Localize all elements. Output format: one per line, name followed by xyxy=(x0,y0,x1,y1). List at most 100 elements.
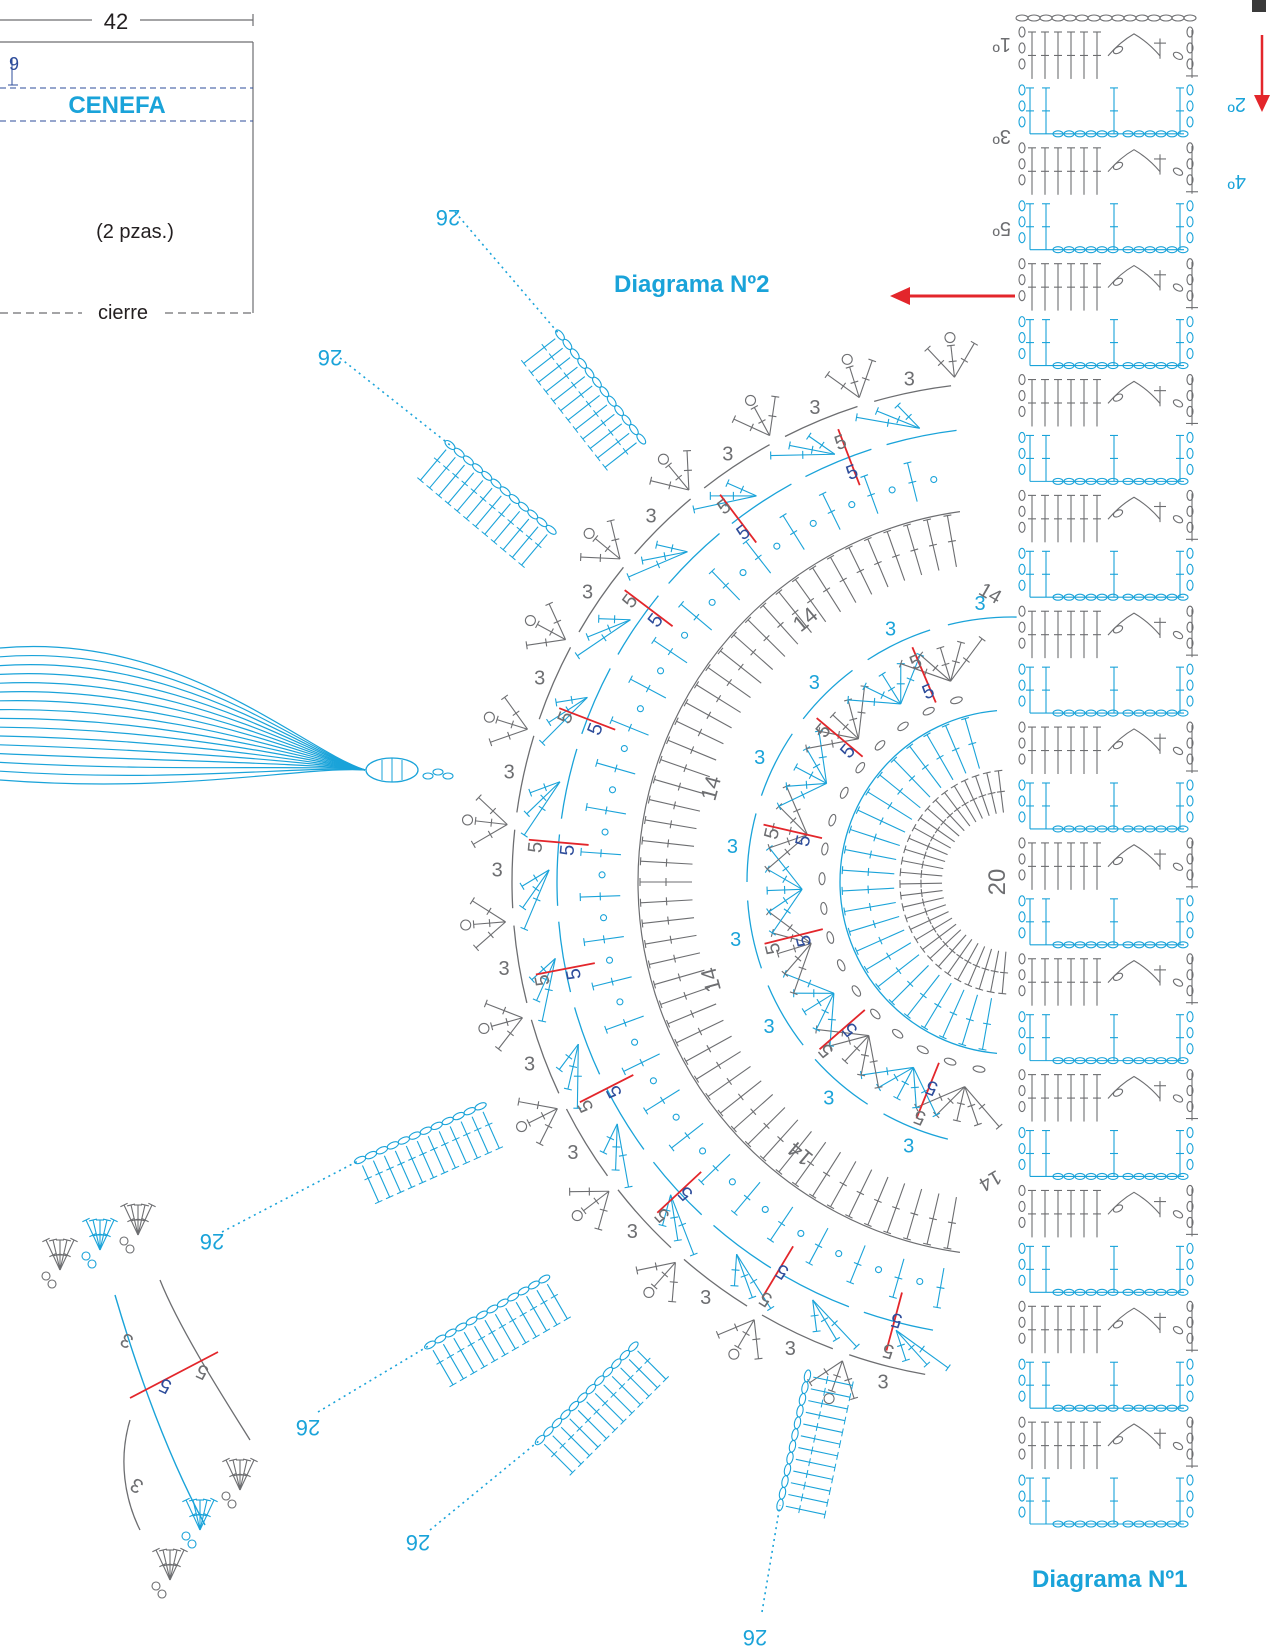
scallop-count-label: 3 xyxy=(904,368,915,390)
outer-blue-ring xyxy=(579,461,945,1309)
marker-count-label: 5 xyxy=(888,1308,904,1332)
marker-count-label: 5 xyxy=(792,833,816,849)
band-row xyxy=(1018,1011,1194,1065)
chain-ring xyxy=(818,696,986,1073)
center-count-label: 20 xyxy=(984,869,1011,896)
band-row xyxy=(1018,489,1198,543)
detail-shell xyxy=(181,1497,218,1549)
band-row xyxy=(1018,605,1198,659)
detail-count-label: 3 xyxy=(127,1473,148,1498)
tassel-chain xyxy=(761,1369,854,1613)
band-row xyxy=(1018,142,1198,195)
marker-count-label: 5 xyxy=(832,430,850,455)
band-row xyxy=(1018,1242,1194,1296)
tassel-chain xyxy=(339,357,557,569)
scallop-count-label: 3 xyxy=(582,581,593,603)
band-row xyxy=(1018,26,1198,79)
arrow-down-icon xyxy=(1254,35,1270,112)
outer-scallops: 3 3 3 3 3 3 3 3 3 3 3 3 3 3 3 xyxy=(460,331,979,1405)
scallop-count-label: 3 xyxy=(903,1135,914,1157)
band-row xyxy=(1018,1300,1198,1354)
band-row xyxy=(1018,1126,1194,1181)
band-row xyxy=(1018,895,1194,949)
band-row xyxy=(1018,721,1198,774)
scallop-count-label: 3 xyxy=(722,444,733,466)
band-row xyxy=(1018,258,1198,311)
ring-count-label: 14 xyxy=(696,965,726,995)
tassel-chain xyxy=(429,1341,670,1531)
marker-count-label: 5 xyxy=(760,826,784,842)
schematic-closure-label: cierre xyxy=(98,302,148,324)
scallop-count-label: 3 xyxy=(823,1087,834,1109)
marker-count-label: 5 xyxy=(919,680,938,705)
tassel-chain xyxy=(317,1274,572,1413)
row-label-1: 1º xyxy=(992,33,1011,55)
arrow-left-icon xyxy=(890,287,1015,305)
scallop-count-label: 3 xyxy=(700,1287,711,1309)
marker-count-label: 5 xyxy=(911,1105,930,1130)
chain-count-label: 26 xyxy=(743,1625,767,1647)
blue-ring xyxy=(839,710,998,1054)
row-label-2: 2º xyxy=(1227,93,1246,115)
scallop-count-label: 3 xyxy=(763,1016,774,1038)
diagram1-band xyxy=(1015,14,1198,1528)
band-row xyxy=(1018,1069,1198,1122)
corner-marker xyxy=(1252,0,1266,12)
diagram2-doily: 3333333333333333333333335555555555555555… xyxy=(460,331,1017,1405)
diagram2-title: Diagrama Nº2 xyxy=(614,271,770,298)
marker-count-label: 5 xyxy=(562,967,586,982)
row-label-3: 3º xyxy=(992,125,1011,147)
schematic: 42 9 CENEFA (2 pzas.) cierre xyxy=(0,9,254,324)
marker-count-label: 5 xyxy=(713,495,735,519)
band-row xyxy=(1018,1416,1198,1470)
band-row xyxy=(1018,316,1194,370)
detail-count-label: 3 xyxy=(117,1328,138,1353)
marker-count-label: 5 xyxy=(733,521,755,545)
ring-count-label: 14 xyxy=(975,1165,1005,1195)
band-row xyxy=(1018,837,1198,890)
scallop-count-label: 3 xyxy=(645,506,656,528)
center-ring xyxy=(899,769,1009,995)
marker-count-label: 5 xyxy=(906,650,925,675)
marker-count-label: 5 xyxy=(792,933,816,949)
chain-count-label: 26 xyxy=(318,345,342,370)
scallop-count-label: 3 xyxy=(730,929,741,951)
scallop-count-label: 3 xyxy=(975,593,986,615)
chain-count-label: 26 xyxy=(296,1415,320,1440)
band-row xyxy=(1018,663,1194,717)
marker-count-label: 5 xyxy=(531,973,555,988)
ring-count-label: 14 xyxy=(783,1136,818,1171)
band-row xyxy=(1018,953,1198,1006)
diagram1-title: Diagrama Nº1 xyxy=(1032,1566,1188,1593)
detail-shell xyxy=(151,1547,188,1599)
band-row xyxy=(1018,1184,1198,1238)
marker-count-label: 5 xyxy=(772,1259,793,1284)
scallop-count-label: 3 xyxy=(727,836,738,858)
scallop-count-label: 3 xyxy=(754,747,765,769)
scallop-count-label: 3 xyxy=(809,672,820,694)
detail-shell xyxy=(119,1202,156,1254)
diagram1-row-labels: 1º 2º 3º 4º 5º xyxy=(992,33,1246,239)
schematic-band-label: CENEFA xyxy=(68,92,165,119)
scallop-count-label: 3 xyxy=(499,958,510,980)
scallop-count-label: 3 xyxy=(885,618,896,640)
ring-count-label: 14 xyxy=(788,602,823,637)
schematic-depth-label: 9 xyxy=(9,54,19,74)
chain-count-label: 26 xyxy=(200,1229,224,1254)
detail-shell xyxy=(41,1237,78,1289)
ring-count-label: 14 xyxy=(696,773,726,803)
band-row xyxy=(1018,200,1194,254)
tassel-chains xyxy=(221,211,854,1613)
scallop-count-label: 3 xyxy=(627,1221,638,1243)
band-row xyxy=(1018,1474,1194,1528)
band-row xyxy=(1018,84,1194,138)
detail-shell xyxy=(221,1457,258,1509)
band-row xyxy=(1018,431,1194,485)
scallop-count-label: 3 xyxy=(809,397,820,419)
scallop-count-label: 3 xyxy=(567,1142,578,1164)
tassel-icon xyxy=(0,645,454,785)
blue-scallops: 3 3 3 3 3 3 3 3 3 xyxy=(727,593,1017,1157)
